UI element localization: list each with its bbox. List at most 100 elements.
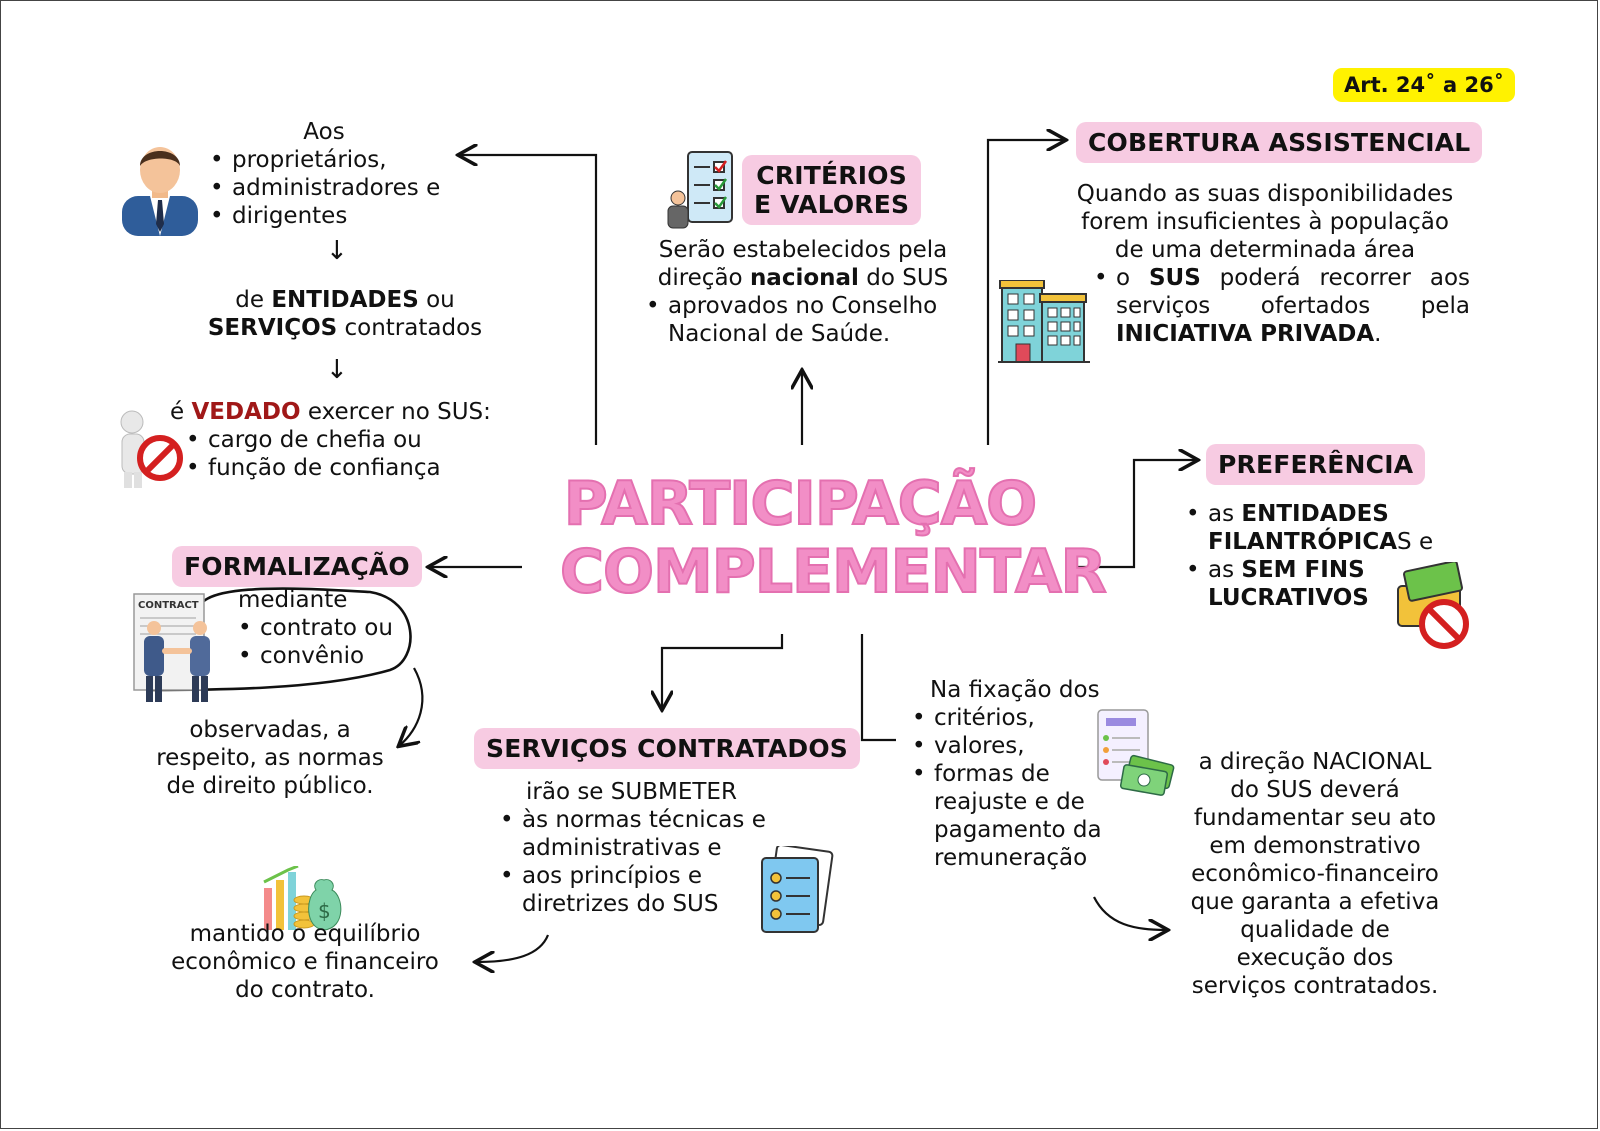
curve-fixacao-to-result (1093, 896, 1166, 930)
list-item: às normas técnicas e administrativas e (494, 806, 784, 862)
text: execução dos (1236, 945, 1394, 971)
sem-fins-lucrativos-label: SEM FINS LUCRATIVOS (1208, 557, 1369, 611)
text: observadas, a (189, 717, 351, 743)
text: de (235, 287, 272, 313)
vedado-label: VEDADO (191, 399, 301, 425)
list-item: convênio (232, 642, 432, 670)
down-arrow-1: ↓ (326, 236, 348, 266)
list-item: o SUS poderá recorrer aos serviços ofert… (1088, 264, 1470, 348)
list-item: função de confiança (180, 454, 530, 482)
sus-label: SUS (1148, 265, 1201, 291)
text: mediante (238, 587, 348, 613)
text: direção (657, 265, 750, 291)
equilibrio-block: mantido o equilíbrio econômico e finance… (150, 920, 460, 1004)
text: de direito público. (166, 773, 374, 799)
money-prohibited-icon (1397, 562, 1469, 649)
list-item: contrato ou (232, 614, 432, 642)
contract-label: CONTRACT (138, 600, 199, 611)
checklist-icon (667, 151, 733, 229)
preferencia-block: as ENTIDADES FILANTRÓPICAS e as SEM FINS… (1180, 500, 1460, 612)
text: de uma determinada área (1114, 237, 1416, 263)
filantropicas-label: ENTIDADES FILANTRÓPICA (1208, 501, 1398, 555)
criterios-block: Serão estabelecidos pela direção naciona… (638, 236, 968, 348)
servicos-block: irão se SUBMETER às normas técnicas e ad… (494, 778, 794, 918)
list-item: as ENTIDADES FILANTRÓPICAS e (1180, 500, 1460, 556)
center-title-line2: COMPLEMENTAR (559, 537, 1108, 607)
list-item: formas de reajuste e de pagamento da rem… (906, 760, 1116, 872)
finance-chart-icon: $ (263, 866, 342, 931)
list-item: as SEM FINS LUCRATIVOS (1180, 556, 1388, 612)
title-line: E VALORES (754, 190, 910, 219)
servicos-title: SERVIÇOS CONTRATADOS (474, 728, 860, 769)
businessman-icon (122, 147, 198, 236)
text: exercer no SUS: (300, 399, 491, 425)
center-title: PARTICIPAÇÃO COMPLEMENTAR (559, 469, 1108, 607)
vedado-block: é VEDADO exercer no SUS: cargo de chefia… (170, 398, 530, 482)
title-line: CRITÉRIOS (756, 161, 907, 190)
arrow-to-preferencia (1076, 460, 1196, 569)
list-item: administradores e (204, 174, 484, 202)
text: Serão estabelecidos pela (658, 237, 948, 263)
list-item: critérios, (906, 704, 1116, 732)
text: Quando as suas disponibilidades (1076, 181, 1454, 207)
text: do contrato. (235, 977, 375, 1003)
list-item: dirigentes (204, 202, 484, 230)
list-item: aprovados no Conselho Nacional de Saúde. (640, 292, 968, 348)
svg-text:$: $ (318, 899, 331, 923)
text: fundamentar seu ato (1193, 805, 1437, 831)
text: qualidade de (1240, 917, 1390, 943)
cobertura-title: COBERTURA ASSISTENCIAL (1076, 122, 1483, 163)
arrow-to-fixacao (860, 634, 896, 742)
text: Na fixação dos (930, 677, 1100, 703)
article-badge: Art. 24˚ a 26˚ (1333, 68, 1516, 102)
text: contratados (337, 315, 483, 341)
arrow-to-cobertura (986, 140, 1064, 445)
arrow-to-proprietarios (460, 155, 598, 445)
text: as (1208, 501, 1242, 527)
preferencia-title: PREFERÊNCIA (1206, 444, 1426, 485)
list-item: aos princípios e diretrizes do SUS (494, 862, 742, 918)
entidades-label: ENTIDADES (271, 287, 419, 313)
text: serviços contratados. (1191, 973, 1439, 999)
fixacao-block: Na fixação dos critérios, valores, forma… (906, 676, 1146, 872)
text: . (1374, 321, 1382, 347)
text: em demonstrativo (1209, 833, 1421, 859)
text: é (170, 399, 192, 425)
invoice-money-icon (1097, 709, 1175, 796)
aos-label: Aos (303, 119, 345, 145)
building-icon (998, 280, 1090, 363)
iniciativa-privada-label: INICIATIVA PRIVADA (1116, 321, 1375, 347)
curve-servicos-to-equilibrio (477, 934, 550, 962)
center-title-line1: PARTICIPAÇÃO (563, 469, 1038, 539)
text: mantido o equilíbrio (189, 921, 421, 947)
entidades-block: de ENTIDADES ou SERVIÇOS contratados (190, 286, 500, 342)
curve-contrato-to-obs (400, 667, 424, 745)
direcao-nacional-block: a direção NACIONAL do SUS deverá fundame… (1180, 748, 1450, 1000)
text: irão se SUBMETER (526, 779, 737, 805)
text: ou (418, 287, 455, 313)
text: as (1208, 557, 1242, 583)
text: o (1116, 265, 1149, 291)
cobertura-bullet: o SUS poderá recorrer aos serviços ofert… (1088, 264, 1470, 348)
text: do SUS deverá (1230, 777, 1400, 803)
text: a direção NACIONAL (1198, 749, 1432, 775)
contract-handshake-icon: CONTRACT (133, 593, 210, 702)
text: poderá recorrer aos serviços ofertados p… (1116, 265, 1470, 319)
text: forem insuficientes à população (1081, 209, 1449, 235)
formalizacao-title: FORMALIZAÇÃO (172, 546, 422, 587)
text: do SUS (858, 265, 949, 291)
criterios-title: CRITÉRIOS E VALORES (742, 155, 922, 225)
text: econômico-financeiro (1191, 861, 1439, 887)
down-arrow-2: ↓ (326, 355, 348, 385)
observadas-block: observadas, a respeito, as normas de dir… (130, 716, 410, 800)
cobertura-block: Quando as suas disponibilidades forem in… (1060, 180, 1470, 264)
text: econômico e financeiro (171, 949, 439, 975)
text: respeito, as normas (156, 745, 384, 771)
text: S e (1397, 529, 1434, 555)
formalizacao-block: mediante contrato ou convênio (232, 586, 432, 670)
nacional-label: nacional (749, 265, 859, 291)
list-item: valores, (906, 732, 1116, 760)
servicos-label: SERVIÇOS (207, 315, 338, 341)
list-item: proprietários, (204, 146, 484, 174)
